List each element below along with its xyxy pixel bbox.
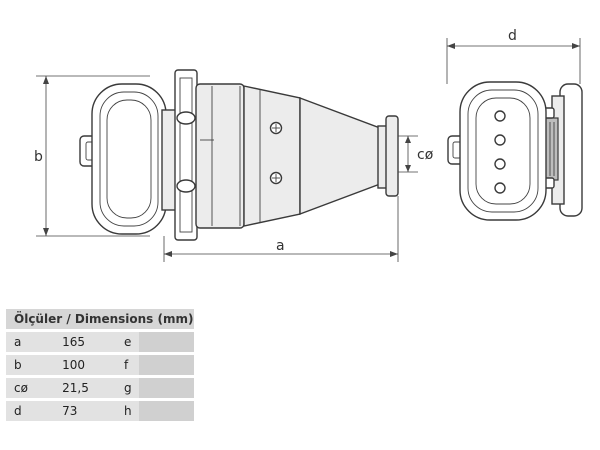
- dim-label-a: a: [276, 238, 285, 254]
- dim-value: 165: [54, 330, 117, 355]
- table-row: d 73 h: [6, 399, 194, 424]
- dim-label-d: d: [508, 28, 517, 44]
- table-row: a 165 e: [6, 330, 194, 355]
- technical-drawing: b: [34, 28, 583, 262]
- table-title: Ölçüler / Dimensions (mm): [6, 309, 194, 332]
- dim-value: [138, 353, 194, 378]
- table-header-row: Ölçüler / Dimensions (mm): [6, 309, 194, 332]
- front-view: d: [446, 28, 583, 221]
- dim-value: 100: [54, 353, 117, 378]
- dim-key: g: [116, 376, 139, 401]
- side-view: b: [34, 69, 434, 262]
- dim-key: h: [116, 399, 139, 424]
- dim-key: cø: [6, 376, 55, 401]
- dim-key: f: [116, 353, 139, 378]
- table-row: cø 21,5 g: [6, 376, 194, 401]
- dim-value: 73: [54, 399, 117, 424]
- dim-key: a: [6, 330, 55, 355]
- dim-label-b: b: [34, 149, 43, 165]
- dim-value: 21,5: [54, 376, 117, 401]
- dim-value: [138, 330, 194, 355]
- dim-label-c: cø: [417, 147, 434, 163]
- dim-key: d: [6, 399, 55, 424]
- dimensions-table: Ölçüler / Dimensions (mm) a 165 e b 100 …: [6, 309, 194, 424]
- dim-value: [138, 399, 194, 424]
- table-row: b 100 f: [6, 353, 194, 378]
- dim-key: e: [116, 330, 139, 355]
- dim-key: b: [6, 353, 55, 378]
- dim-value: [138, 376, 194, 401]
